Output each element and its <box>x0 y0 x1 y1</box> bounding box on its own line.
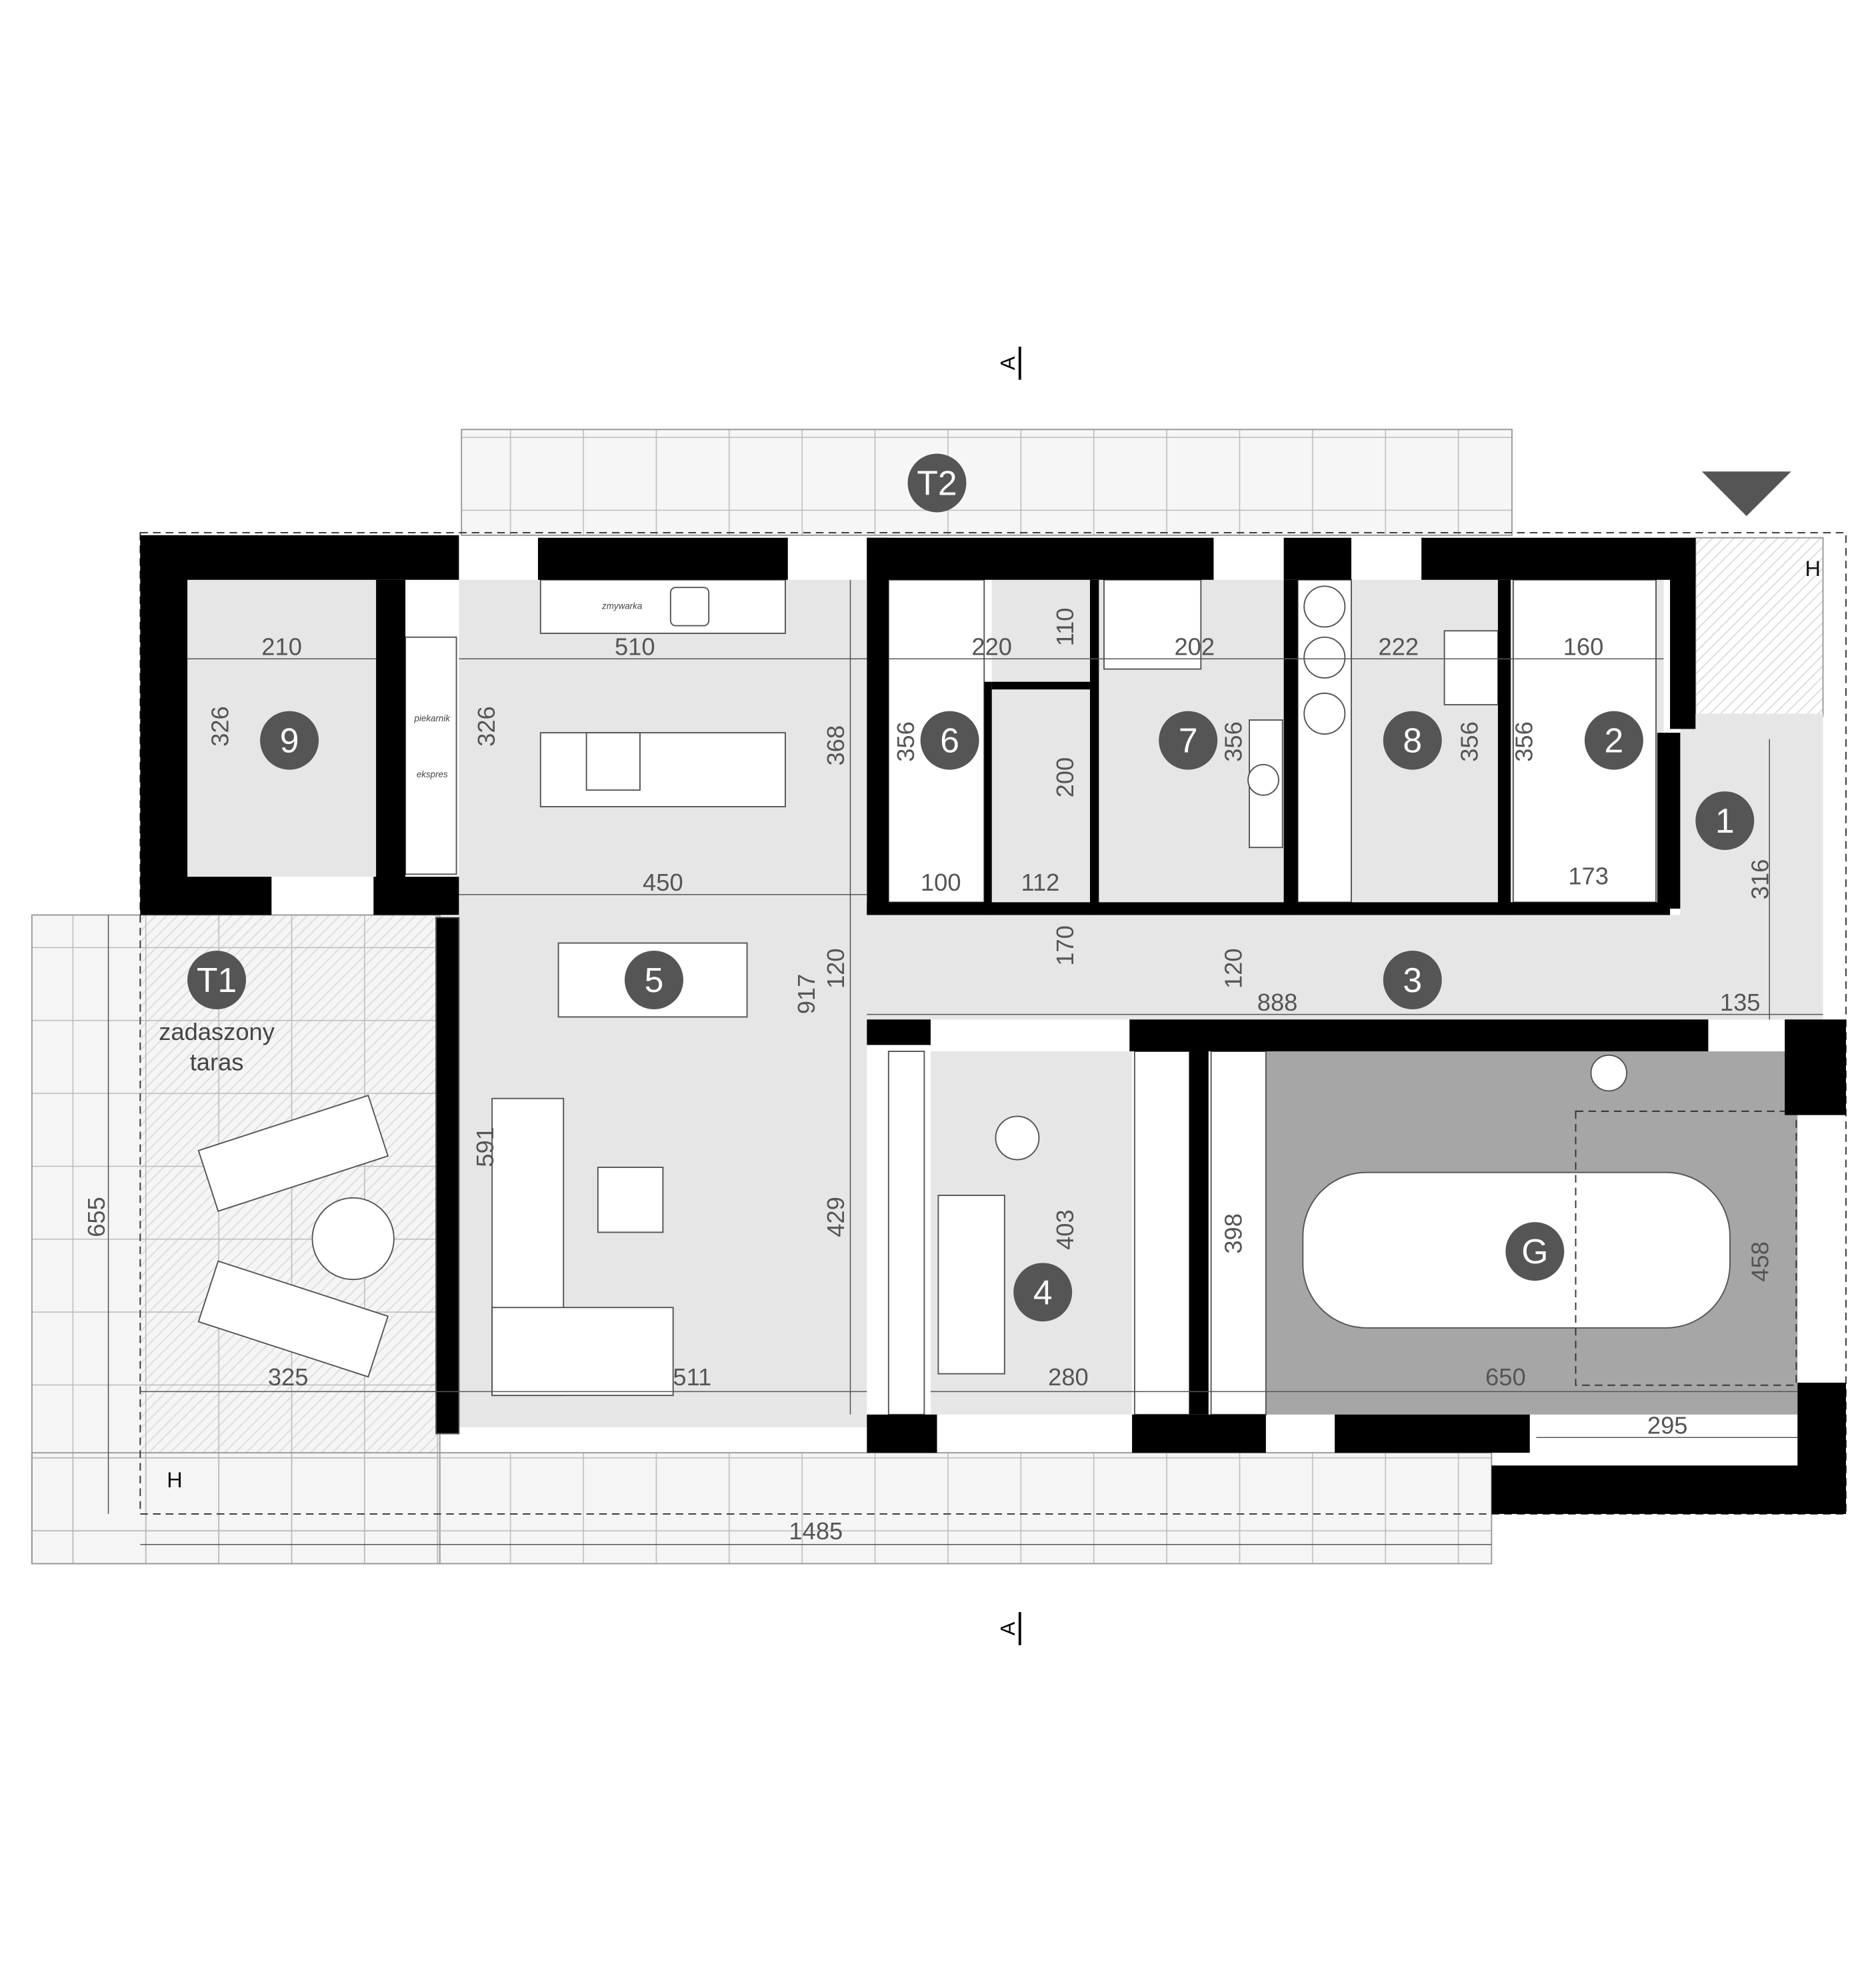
room-badge-8: 8 <box>1383 711 1442 770</box>
svg-text:120: 120 <box>822 948 849 989</box>
svg-text:9: 9 <box>280 721 299 760</box>
svg-text:3: 3 <box>1403 961 1422 999</box>
svg-text:888: 888 <box>1257 989 1298 1016</box>
svg-text:326: 326 <box>473 706 500 747</box>
svg-text:356: 356 <box>1511 721 1538 762</box>
svg-text:120: 120 <box>1220 948 1247 989</box>
room-badge-2: 2 <box>1584 711 1643 770</box>
svg-text:135: 135 <box>1720 989 1761 1016</box>
svg-text:295: 295 <box>1647 1411 1688 1439</box>
svg-text:6: 6 <box>940 721 959 760</box>
oven-label: piekarnik <box>413 713 451 723</box>
svg-text:591: 591 <box>471 1127 499 1167</box>
room-badge-g: G <box>1505 1222 1565 1281</box>
walls <box>140 535 1846 1514</box>
terrace-t2 <box>461 429 1513 536</box>
svg-text:1485: 1485 <box>789 1517 843 1545</box>
svg-text:210: 210 <box>261 633 302 661</box>
svg-text:650: 650 <box>1485 1363 1526 1391</box>
room-badge-t2: T2 <box>907 453 967 513</box>
svg-text:325: 325 <box>268 1363 309 1391</box>
svg-text:655: 655 <box>83 1197 110 1237</box>
dimension-labels: 210 510 450 511 325 1485 220 100 112 202… <box>83 608 1773 1545</box>
svg-text:356: 356 <box>1455 721 1483 762</box>
room-badge-5: 5 <box>625 951 683 1009</box>
svg-text:356: 356 <box>1220 721 1247 762</box>
section-marker-top: A <box>997 346 1021 380</box>
svg-text:T2: T2 <box>917 463 957 502</box>
svg-text:450: 450 <box>643 869 683 896</box>
entrance-arrow-icon <box>1701 471 1791 517</box>
room-badge-3: 3 <box>1383 951 1442 1009</box>
svg-text:326: 326 <box>206 706 233 747</box>
labels: zadaszony taras zmywarka piekarnik ekspr… <box>159 346 1821 1645</box>
height-marker: H <box>167 1468 182 1492</box>
room-badge-7: 7 <box>1159 711 1218 770</box>
svg-text:429: 429 <box>822 1197 849 1237</box>
svg-text:T1: T1 <box>197 961 237 999</box>
svg-text:280: 280 <box>1048 1363 1089 1391</box>
room-badge-6: 6 <box>920 711 979 770</box>
svg-text:8: 8 <box>1403 721 1422 760</box>
room-badge-t1: T1 <box>187 951 247 1009</box>
entrance-landing <box>1695 537 1824 717</box>
svg-text:5: 5 <box>645 961 664 999</box>
svg-text:A: A <box>997 356 1019 370</box>
room-badge-1: 1 <box>1695 791 1755 850</box>
svg-text:356: 356 <box>892 721 919 762</box>
room-badge-9: 9 <box>260 711 319 770</box>
svg-text:4: 4 <box>1033 1273 1053 1311</box>
svg-text:917: 917 <box>793 974 820 1015</box>
terrace-label: taras <box>190 1049 244 1076</box>
svg-text:173: 173 <box>1568 863 1609 890</box>
svg-text:458: 458 <box>1746 1241 1773 1282</box>
svg-text:170: 170 <box>1051 925 1079 966</box>
section-marker-bottom: A <box>997 1612 1021 1645</box>
svg-text:511: 511 <box>673 1363 711 1391</box>
height-marker: H <box>1805 557 1820 581</box>
svg-text:160: 160 <box>1563 633 1604 661</box>
svg-text:2: 2 <box>1605 721 1624 760</box>
svg-text:A: A <box>997 1621 1019 1635</box>
svg-text:510: 510 <box>615 633 655 661</box>
svg-text:7: 7 <box>1179 721 1198 760</box>
svg-text:403: 403 <box>1051 1209 1079 1250</box>
svg-text:368: 368 <box>822 725 849 766</box>
terrace-label: zadaszony <box>159 1018 275 1045</box>
dishwasher-label: zmywarka <box>601 601 642 611</box>
svg-text:222: 222 <box>1378 633 1419 661</box>
svg-text:220: 220 <box>971 633 1012 661</box>
svg-text:G: G <box>1521 1232 1548 1271</box>
svg-text:202: 202 <box>1174 633 1215 661</box>
room-badges: 9 6 7 8 2 1 5 3 4 G T1 T2 <box>187 453 1755 1322</box>
svg-text:100: 100 <box>921 869 961 896</box>
coffee-label: ekspres <box>417 769 448 779</box>
svg-text:316: 316 <box>1746 859 1773 900</box>
svg-text:398: 398 <box>1220 1213 1247 1254</box>
svg-text:112: 112 <box>1021 869 1059 896</box>
dimension-lines <box>107 579 1823 1545</box>
svg-text:1: 1 <box>1715 801 1735 840</box>
svg-text:110: 110 <box>1051 608 1079 647</box>
room-badge-4: 4 <box>1013 1263 1073 1322</box>
svg-text:200: 200 <box>1051 757 1079 798</box>
